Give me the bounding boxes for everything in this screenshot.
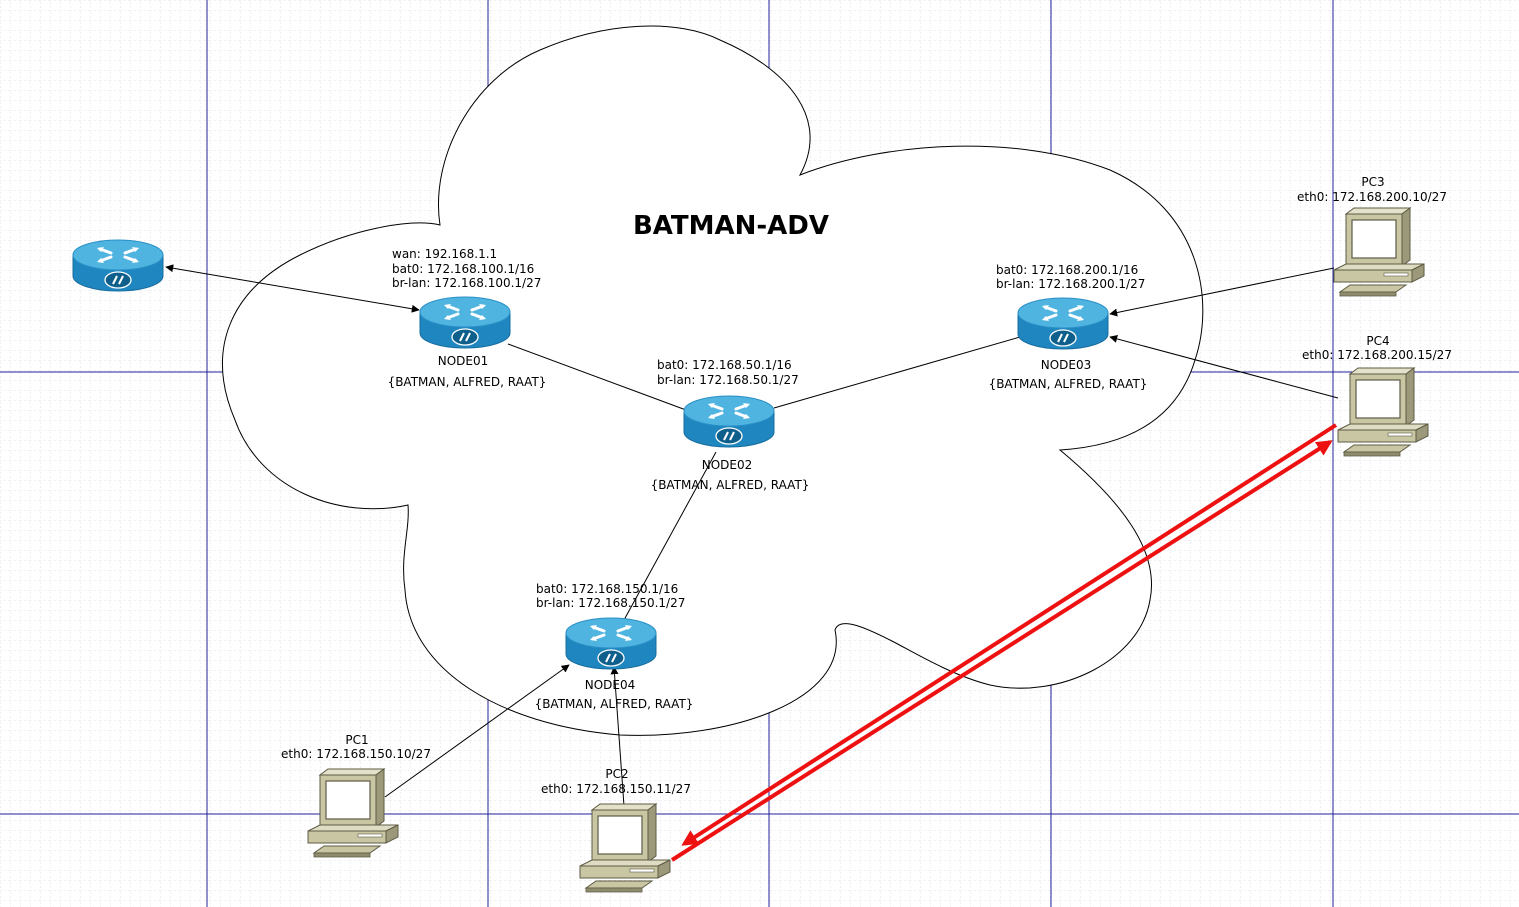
router-node02[interactable]: bat0: 172.168.50.1/16 br-lan: 172.168.50…: [651, 358, 810, 492]
pc1[interactable]: PC1 eth0: 172.168.150.10/27: [281, 733, 431, 858]
node04-ip-1: br-lan: 172.168.150.1/27: [536, 596, 685, 610]
pc4[interactable]: PC4 eth0: 172.168.200.15/27: [1302, 334, 1452, 457]
pc3-name: PC3: [1361, 175, 1384, 189]
router-node04[interactable]: bat0: 172.168.150.1/16 br-lan: 172.168.1…: [535, 582, 694, 711]
diagram-title: BATMAN-ADV: [633, 211, 829, 241]
router-icon: [564, 616, 658, 671]
link-node01-node02: [507, 343, 687, 411]
node03-ip-0: bat0: 172.168.200.1/16: [996, 263, 1138, 277]
pc3[interactable]: PC3 eth0: 172.168.200.10/27: [1297, 175, 1447, 297]
node01-services: {BATMAN, ALFRED, RAAT}: [388, 375, 547, 389]
node04-ip-0: bat0: 172.168.150.1/16: [536, 582, 678, 596]
link-pc2-pc4-a: [681, 423, 1338, 846]
mesh-cloud: [222, 25, 1204, 736]
router-node01[interactable]: wan: 192.168.1.1 bat0: 172.168.100.1/16 …: [388, 247, 547, 389]
node03-name: NODE03: [1041, 358, 1092, 372]
router-gateway[interactable]: [71, 238, 165, 293]
link-node02-node04: [623, 451, 717, 621]
pc1-ip: eth0: 172.168.150.10/27: [281, 747, 431, 761]
router-node03[interactable]: bat0: 172.168.200.1/16 br-lan: 172.168.2…: [989, 263, 1148, 391]
pc2-ip: eth0: 172.168.150.11/27: [541, 782, 691, 796]
links: [165, 264, 1339, 862]
link-pc2-node04: [610, 666, 625, 807]
pc2[interactable]: PC2 eth0: 172.168.150.11/27: [541, 767, 691, 893]
node01-name: NODE01: [438, 354, 489, 368]
pc3-ip: eth0: 172.168.200.10/27: [1297, 190, 1447, 204]
link-node02-node03: [773, 336, 1021, 409]
link-pc2-pc4-b: [670, 440, 1333, 862]
link-gateway-node01: [165, 264, 420, 313]
router-icon: [71, 238, 165, 293]
pc1-name: PC1: [345, 733, 368, 747]
link-pc3-node03: [1109, 267, 1335, 317]
link-pc4-node03: [1109, 334, 1339, 399]
pc2-name: PC2: [605, 767, 628, 781]
router-icon: [682, 394, 776, 449]
router-icon: [418, 295, 512, 350]
node02-name: NODE02: [702, 458, 753, 472]
node01-ip-1: bat0: 172.168.100.1/16: [392, 262, 534, 276]
router-icon: [1016, 296, 1110, 351]
node03-ip-1: br-lan: 172.168.200.1/27: [996, 277, 1145, 291]
node01-ip-2: br-lan: 172.168.100.1/27: [392, 276, 541, 290]
pc4-ip: eth0: 172.168.200.15/27: [1302, 348, 1452, 362]
node03-services: {BATMAN, ALFRED, RAAT}: [989, 377, 1148, 391]
node01-ip-0: wan: 192.168.1.1: [392, 247, 497, 261]
link-pc1-node04: [384, 664, 570, 798]
node02-ip-1: br-lan: 172.168.50.1/27: [657, 373, 799, 387]
node04-services: {BATMAN, ALFRED, RAAT}: [535, 697, 694, 711]
node02-ip-0: bat0: 172.168.50.1/16: [657, 358, 792, 372]
node04-name: NODE04: [585, 678, 636, 692]
node02-services: {BATMAN, ALFRED, RAAT}: [651, 478, 810, 492]
pc4-name: PC4: [1366, 334, 1389, 348]
